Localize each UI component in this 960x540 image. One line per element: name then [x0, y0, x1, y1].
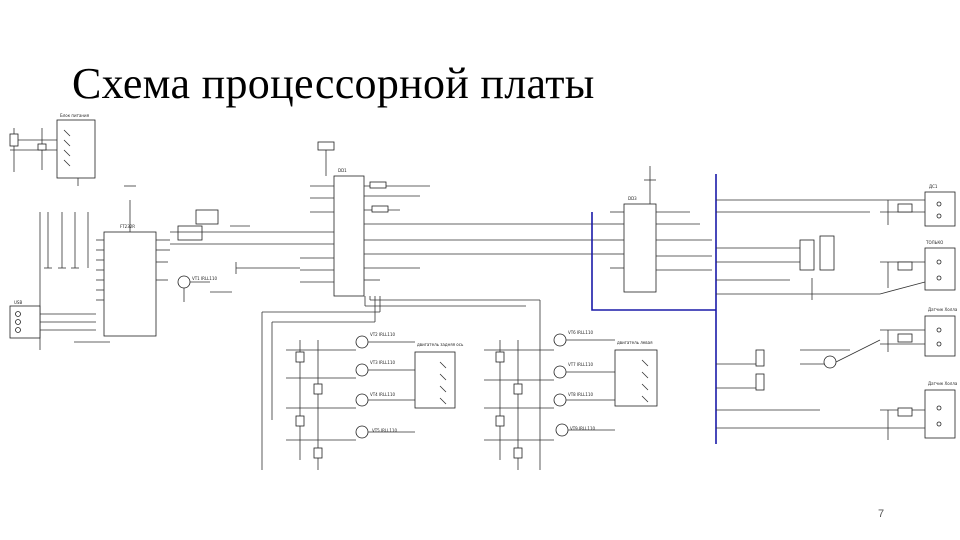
right-mcu: DD3 — [591, 166, 717, 444]
usb-label: USB — [14, 300, 22, 305]
page-number: 7 — [878, 508, 885, 520]
svg-text:DD1: DD1 — [338, 168, 347, 173]
light-connector — [924, 247, 956, 291]
motor-left-connector — [414, 351, 456, 409]
slide-title: Схема процессорной платы — [72, 59, 595, 108]
svg-text:двигатель задняя ось: двигатель задняя ось — [417, 342, 464, 347]
svg-text:VT1 IRLL110: VT1 IRLL110 — [192, 276, 218, 281]
svg-text:DD3: DD3 — [628, 196, 637, 201]
hall-sensor-connector-1 — [924, 315, 956, 357]
sensor-connector-1 — [924, 191, 956, 227]
transistor-vt1: VT1 IRLL110 — [177, 275, 232, 302]
main-mcu: DD1 — [235, 141, 610, 297]
usb-converter-chip: FT232R — [96, 185, 170, 337]
svg-text:ТОЛЬКО: ТОЛЬКО — [925, 240, 943, 245]
motor-driver-left: VT2 IRLL110 VT3 IRLL110 VT4 IRLL110 VT5 … — [286, 332, 464, 470]
power-block-box — [56, 119, 96, 179]
motor-driver-right: VT6 IRLL110 VT7 IRLL110 VT8 IRLL110 VT9 … — [484, 330, 658, 470]
power-block-label: Блок питания — [60, 113, 90, 118]
motor-right-connector — [614, 349, 658, 407]
hall-sensor-connector-2 — [924, 389, 956, 439]
svg-text:двигатель левая: двигатель левая — [617, 340, 653, 345]
usb-section: USB — [9, 212, 110, 350]
chip-dd1 — [333, 175, 365, 297]
svg-text:VT5 IRLL110: VT5 IRLL110 — [372, 428, 398, 433]
svg-text:VT7 IRLL110: VT7 IRLL110 — [568, 362, 594, 367]
svg-text:VT4 IRLL110: VT4 IRLL110 — [370, 392, 396, 397]
svg-text:VT3 IRLL110: VT3 IRLL110 — [370, 360, 396, 365]
chip-ft232 — [103, 231, 157, 337]
svg-text:VT2 IRLL110: VT2 IRLL110 — [370, 332, 396, 337]
driver-bus — [261, 296, 541, 470]
crystal-section — [170, 209, 305, 245]
power-supply-block: Блок питания — [9, 113, 96, 186]
svg-text:ДС1: ДС1 — [929, 184, 938, 189]
svg-text:Датчик Холла: Датчик Холла — [928, 307, 958, 312]
svg-text:Датчик Холла: Датчик Холла — [928, 381, 958, 386]
svg-text:VT8 IRLL110: VT8 IRLL110 — [568, 392, 594, 397]
svg-text:VT6 IRLL110: VT6 IRLL110 — [568, 330, 594, 335]
svg-text:FT232R: FT232R — [120, 224, 135, 229]
usb-connector — [9, 305, 41, 339]
chip-dd3 — [623, 203, 657, 293]
right-sensor-lines — [716, 199, 881, 429]
right-connectors: ДС1 ТОЛЬКО Датчик Холла Датчик Холла — [879, 184, 958, 440]
svg-text:VT9 IRLL110: VT9 IRLL110 — [570, 426, 596, 431]
